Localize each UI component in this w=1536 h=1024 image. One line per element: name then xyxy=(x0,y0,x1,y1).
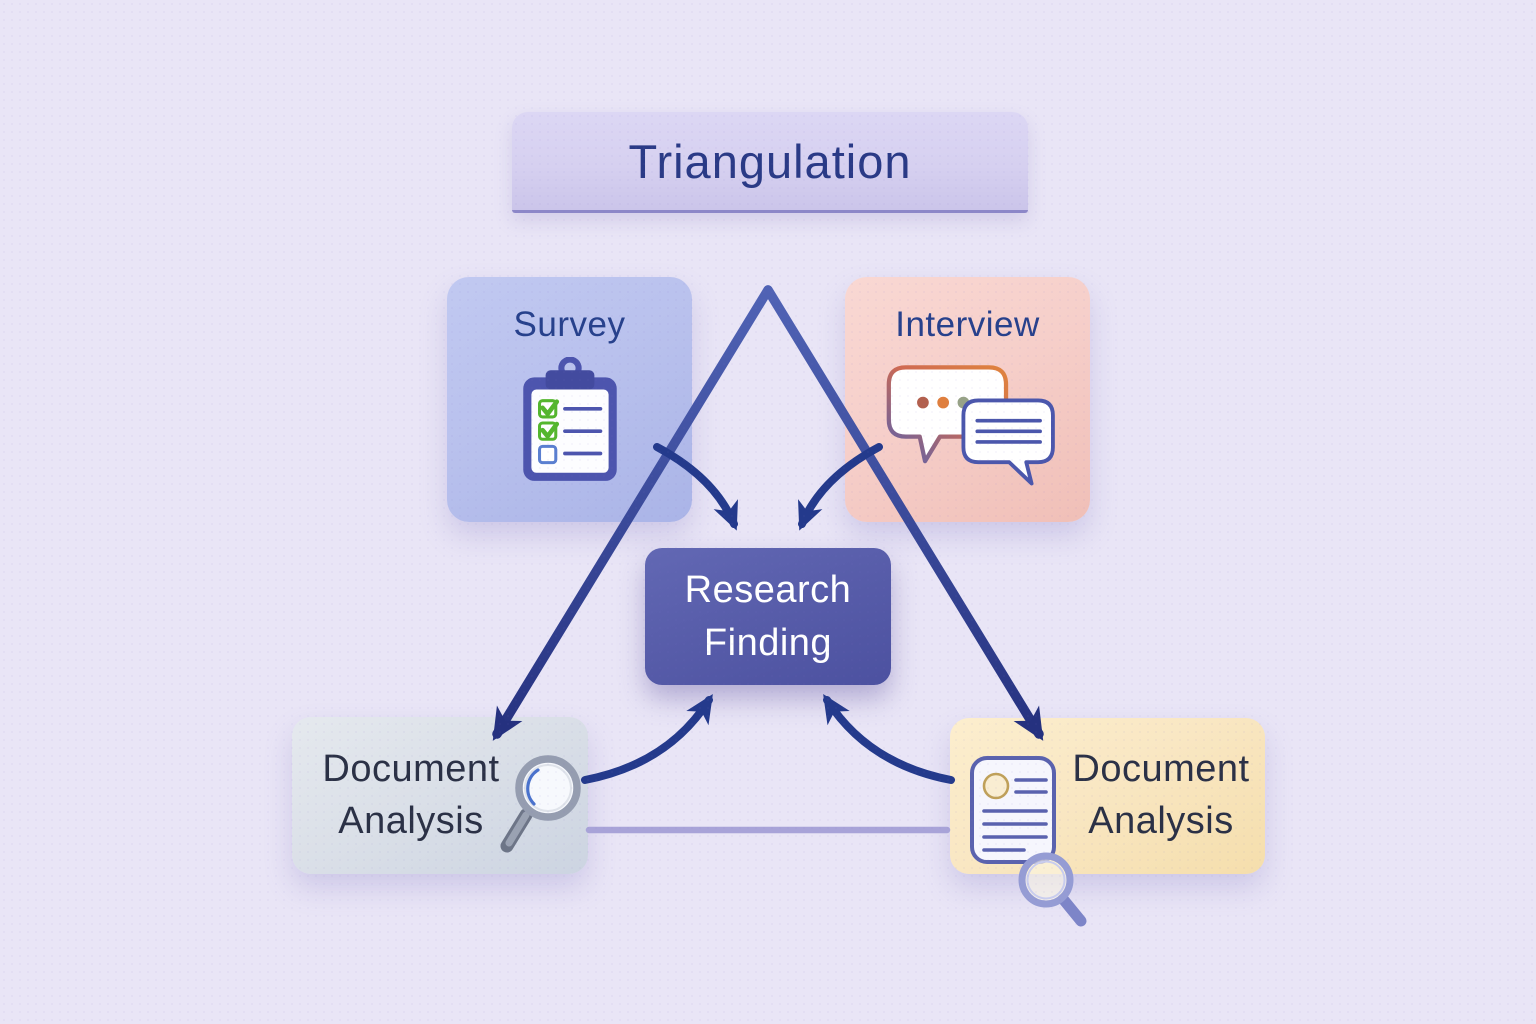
survey-label: Survey xyxy=(513,305,626,344)
doc-left-line1: Document xyxy=(322,747,500,790)
doc-right-text: Document Analysis xyxy=(1071,718,1251,874)
title-box: Triangulation xyxy=(512,112,1028,213)
node-interview: Interview xyxy=(845,277,1090,522)
node-document-analysis-right: Document Analysis xyxy=(950,718,1265,927)
diagram-title: Triangulation xyxy=(628,134,912,188)
interview-label: Interview xyxy=(895,305,1040,344)
node-document-analysis-left: Document Analysis xyxy=(292,717,588,874)
doc-left-line2: Analysis xyxy=(338,799,484,842)
node-research-finding: Research Finding xyxy=(645,548,891,685)
chat-bubbles-icon xyxy=(880,361,1066,496)
arrow-docright-to-finding xyxy=(823,693,955,784)
arrow-docleft-to-finding xyxy=(581,693,713,784)
doc-right-line1: Document xyxy=(1072,748,1250,791)
research-finding-line2: Finding xyxy=(703,621,833,664)
research-finding-line1: Research xyxy=(684,569,852,612)
doc-left-text: Document Analysis xyxy=(302,717,520,874)
doc-right-line2: Analysis xyxy=(1088,800,1234,842)
magnifying-glass-icon xyxy=(490,743,590,866)
clipboard-checklist-icon xyxy=(514,356,626,490)
document-magnifier-icon xyxy=(962,752,1102,932)
node-survey: Survey xyxy=(447,277,692,522)
